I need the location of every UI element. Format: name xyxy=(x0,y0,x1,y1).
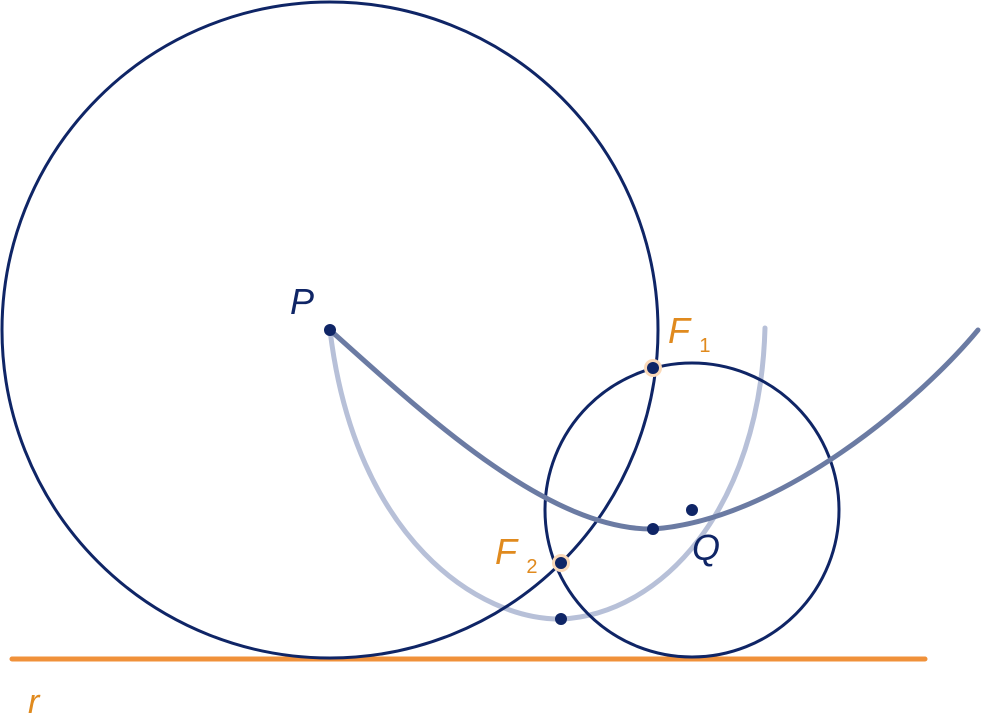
label-q: Q xyxy=(692,527,720,568)
focus-f2 xyxy=(555,557,567,569)
point-q xyxy=(686,504,698,516)
label-r: r xyxy=(28,683,41,717)
focus-f1 xyxy=(647,362,659,374)
label-f1: F 1 xyxy=(668,310,710,357)
point-p xyxy=(324,324,336,336)
label-f2-letter: F xyxy=(495,531,519,572)
circle-p xyxy=(0,0,660,660)
label-f1-subscript: 1 xyxy=(699,335,710,357)
label-f2-subscript: 2 xyxy=(526,556,537,578)
circle-q xyxy=(543,361,841,659)
label-f2: F 2 xyxy=(495,531,537,578)
vertex-light-parabola xyxy=(555,613,567,625)
label-p: P xyxy=(290,281,314,322)
label-f1-letter: F xyxy=(668,310,692,351)
vertex-dark-parabola xyxy=(647,523,659,535)
